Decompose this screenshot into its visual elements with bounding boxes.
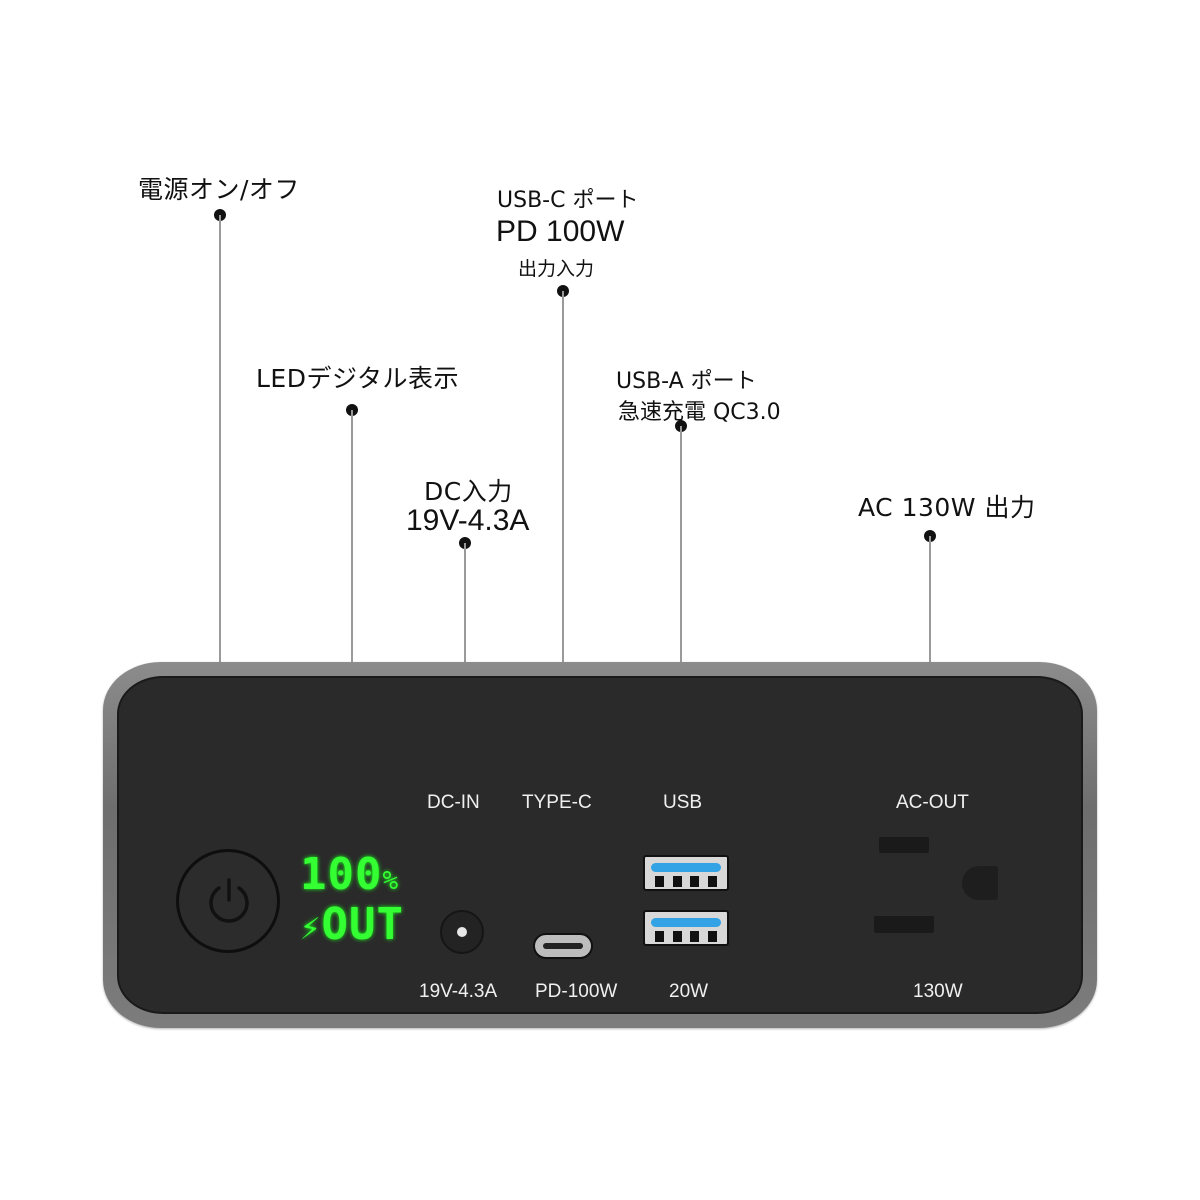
- callout-led-label: LEDデジタル表示: [256, 364, 459, 393]
- device-front-panel: [117, 676, 1083, 1014]
- ac-outlet-slot-bottom: [874, 916, 934, 933]
- led-output-text: OUT: [321, 899, 404, 950]
- callout-power-label: 電源オン/オフ: [138, 175, 300, 204]
- ac-out-label: AC-OUT: [896, 792, 969, 813]
- dc-in-port[interactable]: [440, 910, 484, 954]
- ac-outlet-ground: [962, 866, 998, 900]
- led-output-status: ⚡OUT: [300, 902, 404, 951]
- callout-usb-c-line: [562, 291, 564, 662]
- led-percent-sign: %: [382, 866, 400, 896]
- callout-dc-in-title: DC入力: [424, 477, 513, 506]
- led-percent-value: 100: [300, 849, 383, 900]
- callout-usb-a-qc: 急速充電 QC3.0: [618, 400, 781, 425]
- callout-led-line: [351, 410, 353, 662]
- ac-outlet-slot-top: [879, 837, 929, 853]
- callout-usb-a-line: [680, 426, 682, 662]
- usb-a-port-1[interactable]: [643, 855, 729, 891]
- lightning-bolt-icon: ⚡: [300, 908, 322, 948]
- led-battery-percent: 100%: [300, 852, 399, 904]
- dc-in-label: DC-IN: [427, 792, 480, 813]
- callout-usb-c-title: USB-C ポート: [497, 188, 639, 213]
- usb-spec: 20W: [669, 981, 709, 1002]
- callout-dc-in-line: [464, 543, 466, 662]
- callout-dc-in-spec: 19V-4.3A: [406, 504, 530, 537]
- callout-usb-a-title: USB-A ポート: [616, 369, 757, 394]
- power-button[interactable]: [176, 849, 280, 953]
- callout-usb-c-mode: 出力入力: [518, 258, 595, 280]
- usb-c-port[interactable]: [533, 933, 593, 959]
- usb-label: USB: [663, 792, 703, 813]
- callout-ac-label: AC 130W 出力: [858, 493, 1036, 522]
- callout-usb-c-power: PD 100W: [496, 215, 625, 248]
- power-station-device: [103, 662, 1097, 1028]
- type-c-spec: PD-100W: [535, 981, 618, 1002]
- callout-power-line: [219, 215, 221, 662]
- ac-out-spec: 130W: [913, 981, 963, 1002]
- type-c-label: TYPE-C: [522, 792, 592, 813]
- dc-in-spec: 19V-4.3A: [419, 981, 498, 1002]
- power-icon: [209, 878, 249, 923]
- callout-ac-line: [929, 536, 931, 662]
- usb-a-port-2[interactable]: [643, 910, 729, 946]
